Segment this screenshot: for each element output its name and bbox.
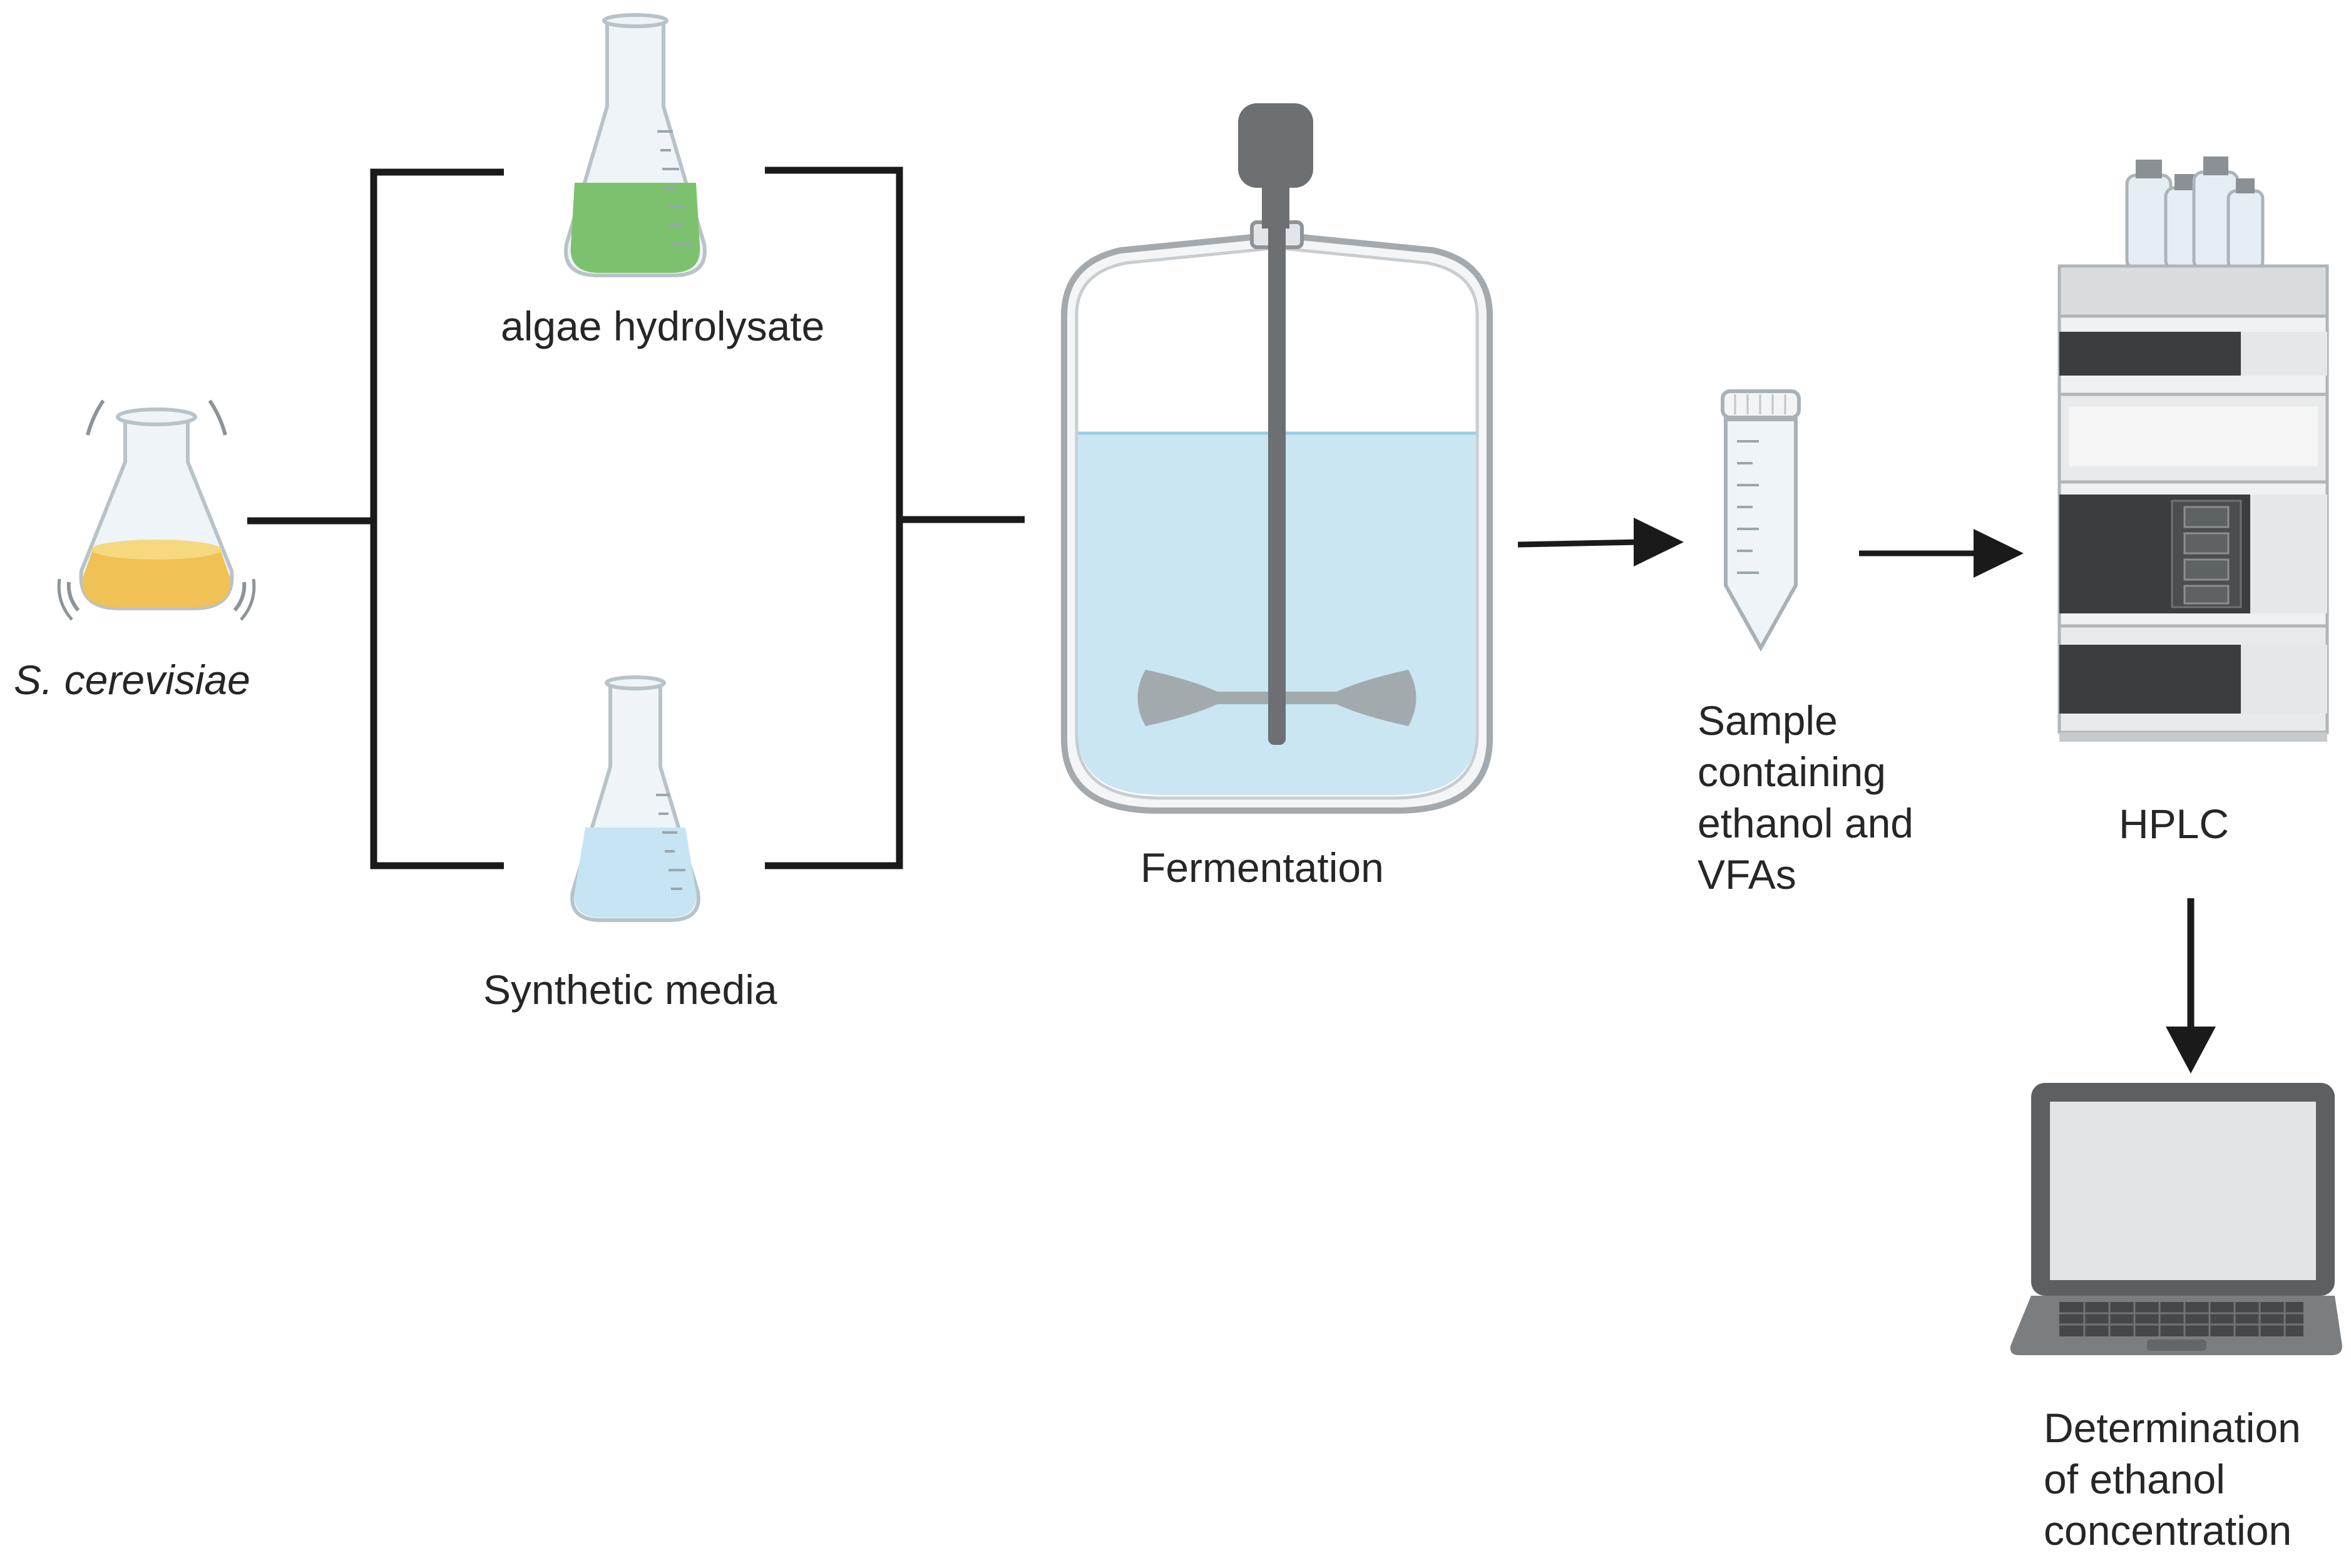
synthetic-media-label: Synthetic media <box>483 966 777 1013</box>
algae-flask-icon <box>564 13 707 277</box>
determination-label-line: concentration <box>2044 1507 2292 1554</box>
determination-label-line: of ethanol <box>2044 1456 2225 1502</box>
yeast-flask-icon <box>57 399 256 621</box>
arrow-to-sample <box>1517 518 1684 566</box>
determination-label-line: Determination <box>2044 1405 2301 1451</box>
sample-label-line: VFAs <box>1698 851 1796 898</box>
hplc-label: HPLC <box>2119 801 2230 847</box>
sample-tube-icon <box>1721 389 1801 652</box>
connector-lines <box>247 167 1025 869</box>
determination-label: Determination of ethanol concentration <box>2044 1402 2301 1556</box>
algae-hydrolysate-label: algae hydrolysate <box>501 303 825 349</box>
yeast-label: S. cerevisiae <box>14 657 250 703</box>
laptop-icon <box>2010 1083 2342 1355</box>
synthetic-media-flask-icon <box>570 675 700 922</box>
sample-label-line: containing <box>1698 749 1886 795</box>
sample-label: Sample containing ethanol and VFAs <box>1698 695 1913 900</box>
fermentation-label: Fermentation <box>1140 844 1384 891</box>
sample-label-line: ethanol and <box>1698 800 1913 846</box>
sample-label-line: Sample <box>1698 697 1838 744</box>
arrow-to-computer <box>2166 898 2216 1074</box>
arrow-to-hplc <box>1859 529 2024 578</box>
bioreactor-icon <box>1061 103 1493 814</box>
hplc-icon <box>2057 156 2329 742</box>
